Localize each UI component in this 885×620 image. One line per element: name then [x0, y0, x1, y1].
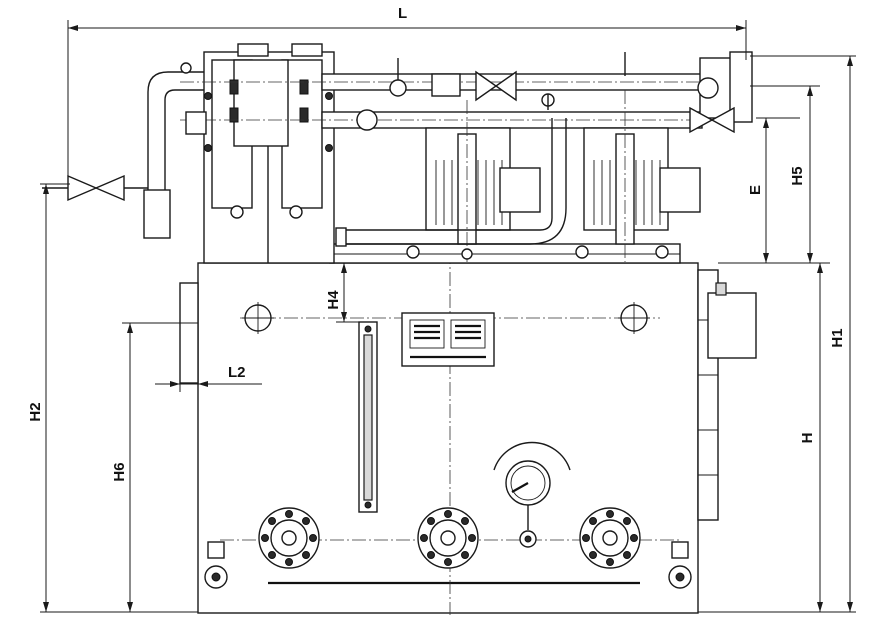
motor-pump-1: [406, 100, 541, 262]
label-H: H: [799, 433, 816, 444]
dimension-lines: [40, 20, 856, 613]
flange-left: [258, 507, 320, 569]
terminal-box: [401, 312, 495, 367]
pressure-gauge: [493, 441, 571, 548]
oil-level-gauge: [358, 321, 378, 513]
label-H4: H4: [325, 290, 342, 310]
ball-valve-left: [42, 174, 148, 202]
flange-right: [579, 507, 641, 569]
flange-center: [417, 507, 479, 569]
duplex-filter: [203, 43, 335, 264]
label-H1: H1: [829, 328, 846, 347]
pressure-pipe-upper: [180, 73, 740, 131]
pipe-end-right: [689, 51, 753, 134]
label-L: L: [398, 5, 407, 22]
suction-pipe: [335, 118, 567, 247]
mounting-hole-right: [618, 302, 650, 334]
label-E: E: [747, 185, 764, 195]
motor-base-plate: [329, 243, 681, 264]
check-valve-top: [389, 58, 555, 110]
mounting-hole-left: [242, 302, 274, 334]
motor-pump-2: [575, 52, 701, 262]
label-H6: H6: [111, 462, 128, 481]
label-L2: L2: [228, 364, 246, 381]
label-H5: H5: [789, 166, 806, 185]
drain-plug-left: [204, 541, 228, 589]
junction-box-right: [707, 282, 757, 359]
inlet-pipe-left: [143, 62, 207, 239]
label-H2: H2: [27, 402, 44, 421]
drain-plug-right: [668, 541, 692, 589]
